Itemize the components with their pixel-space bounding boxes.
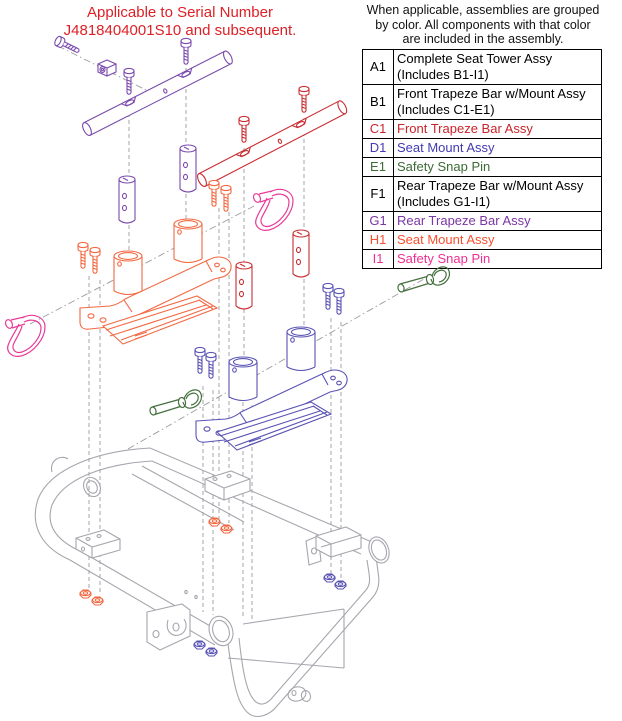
part-label: Rear Trapeze Bar w/Mount Assy (Includes …	[393, 176, 602, 212]
screw-icon	[333, 287, 345, 315]
screw-icon	[205, 351, 217, 379]
screw-icon	[298, 85, 310, 113]
rear-trapeze-bar-assembly-g1	[52, 34, 235, 224]
mount-block	[97, 59, 117, 77]
clamp-sleeve	[118, 175, 136, 224]
table-row: A1 Complete Seat Tower Assy (Includes B1…	[362, 49, 602, 85]
table-row: C1 Front Trapeze Bar Assy	[362, 119, 602, 139]
part-label: Front Trapeze Bar w/Mount Assy (Includes…	[393, 84, 602, 120]
nut-icon	[208, 517, 221, 527]
table-row: H1 Seat Mount Assy	[362, 230, 602, 250]
serial-number-note: Applicable to Serial Number J4818404001S…	[63, 4, 297, 39]
clamp-sleeve	[292, 229, 310, 278]
clamp-sleeve	[179, 144, 197, 193]
seat-tower-socket	[286, 326, 316, 372]
nut-icon	[91, 596, 104, 606]
part-label: Rear Trapeze Bar Assy	[393, 211, 602, 231]
table-row: F1 Rear Trapeze Bar w/Mount Assy (Includ…	[362, 176, 602, 212]
nut-icon	[205, 647, 218, 657]
part-label: Complete Seat Tower Assy (Includes B1-I1…	[393, 49, 602, 85]
screw-icon	[194, 346, 206, 374]
nut-icon	[220, 524, 233, 534]
seat-mount-assembly-d1	[193, 282, 348, 657]
color-grouping-note: When applicable, assemblies are grouped …	[366, 3, 600, 46]
seat-tower-socket	[173, 218, 203, 264]
table-row: D1 Seat Mount Assy	[362, 138, 602, 158]
screw-icon	[238, 115, 250, 143]
screw-icon	[52, 34, 82, 57]
part-label: Seat Mount Assy	[393, 138, 602, 158]
nut-icon	[334, 580, 347, 590]
table-row: I1 Safety Snap Pin	[362, 249, 602, 269]
screw-icon	[322, 282, 334, 310]
snap-pin	[251, 188, 294, 231]
nut-icon	[79, 589, 92, 599]
part-code: I1	[362, 249, 394, 269]
screw-icon	[180, 37, 192, 65]
base-frame	[34, 447, 390, 717]
seat-tower-socket	[228, 356, 258, 402]
parts-legend-table: A1 Complete Seat Tower Assy (Includes B1…	[362, 49, 602, 269]
clamp-sleeve	[235, 261, 253, 310]
seat-tower-socket	[113, 250, 143, 296]
part-code: H1	[362, 230, 394, 250]
part-label: Safety Snap Pin	[393, 249, 602, 269]
table-row: B1 Front Trapeze Bar w/Mount Assy (Inclu…	[362, 84, 602, 120]
screw-icon	[77, 241, 89, 269]
nut-icon	[193, 640, 206, 650]
snap-pin	[3, 314, 46, 357]
screw-icon	[208, 179, 220, 207]
screw-icon	[123, 67, 135, 95]
nut-icon	[323, 573, 336, 583]
screw-icon	[89, 246, 101, 274]
screw-icon	[220, 184, 232, 212]
